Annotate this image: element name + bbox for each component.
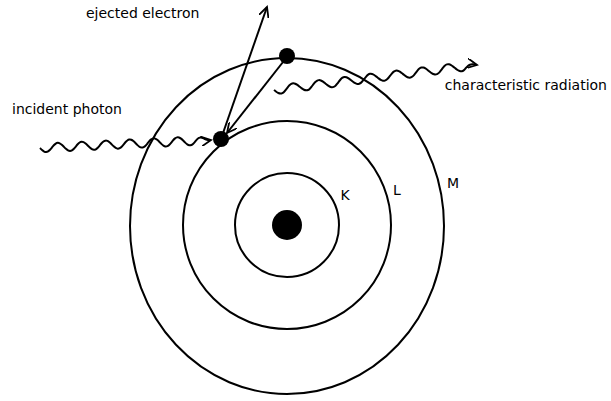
- shell-label: L: [393, 182, 401, 198]
- shell-label: K: [340, 187, 349, 203]
- nucleus: [272, 210, 302, 240]
- ejected-electron-label: ejected electron: [86, 5, 199, 21]
- shell-label-box: L: [393, 182, 401, 198]
- characteristic-radiation-label: characteristic radiation: [445, 77, 607, 93]
- k-shell: [235, 173, 339, 277]
- inner-electron: [213, 131, 229, 147]
- incident-photon-label: incident photon: [12, 101, 122, 117]
- incident-photon-wave: [40, 137, 211, 152]
- shell-label-box: K: [340, 187, 349, 203]
- m-shell: [130, 58, 444, 394]
- l-shell: [183, 121, 391, 329]
- shell-label: M: [447, 175, 459, 191]
- ejected-electron-label-box: ejected electron: [86, 5, 199, 21]
- transition-arrow: [227, 62, 283, 133]
- outer-electron: [279, 48, 295, 64]
- ejection-arrow: [222, 7, 267, 136]
- incident-photon-label-box: incident photon: [12, 101, 122, 117]
- shell-label-box: M: [447, 175, 459, 191]
- characteristic-radiation-label-box: characteristic radiation: [445, 77, 607, 93]
